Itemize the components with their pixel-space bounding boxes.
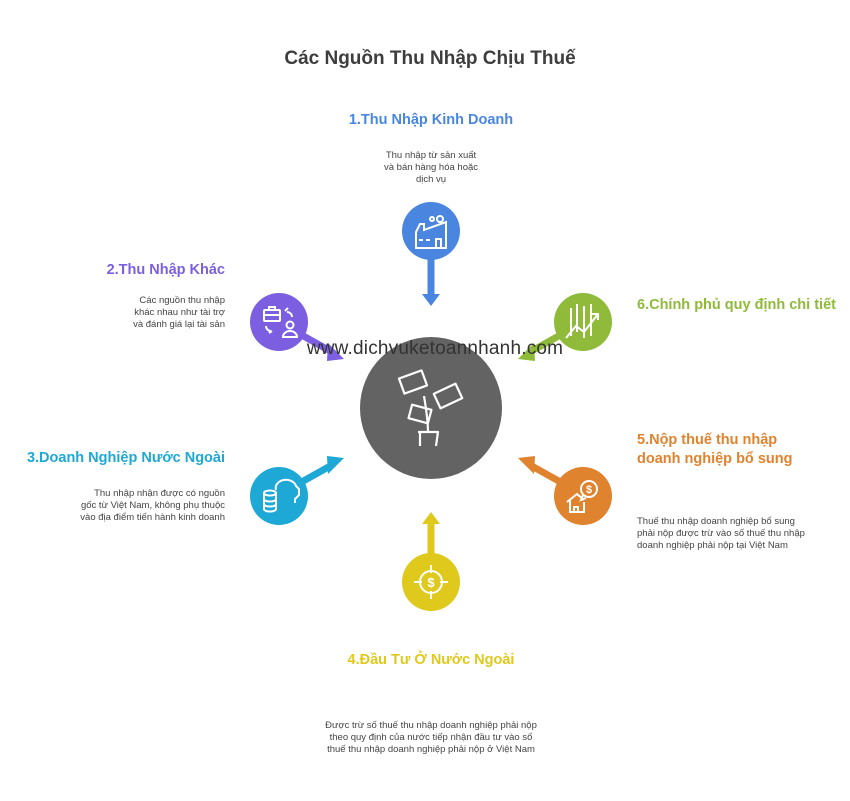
arrows	[296, 255, 566, 558]
node-3	[250, 467, 308, 525]
item-1-heading: 1.Thu Nhập Kinh Doanh	[348, 112, 514, 128]
item-3-description: Thu nhập nhận được có nguồn gốc từ Việt …	[5, 488, 225, 524]
item-2-description: Các nguồn thu nhập khác nhau như tài trợ…	[25, 295, 225, 331]
item-5-heading: 5.Nộp thuế thu nhập doanh nghiệp bổ sung	[637, 431, 837, 469]
desc-line: gốc từ Việt Nam, không phụ thuộc	[80, 500, 225, 511]
desc-line: Thu nhập nhận được có nguồn	[94, 488, 225, 499]
diagram-title: Các Nguồn Thu Nhập Chịu Thuế	[284, 48, 576, 69]
briefcase-exchange-icon	[263, 306, 299, 338]
desc-line: phải nộp được trừ vào số thuế thu nhập	[637, 528, 805, 539]
arrow-3	[296, 456, 344, 488]
node-2	[250, 293, 308, 351]
node-4: $	[402, 553, 460, 611]
node-6	[554, 293, 612, 351]
desc-line: doanh nghiệp phải nộp tại Việt Nam	[637, 540, 788, 551]
arrow-5	[518, 456, 566, 488]
desc-line: Thu nhập từ sản xuất	[385, 150, 477, 161]
factory-icon	[415, 215, 447, 249]
node-5: $	[554, 467, 612, 525]
item-1-description: Thu nhập từ sản xuất và bán hàng hóa hoặ…	[331, 150, 531, 186]
desc-line: khác nhau như tài trợ	[134, 307, 225, 318]
desc-line: Thuế thu nhập doanh nghiệp bổ sung	[637, 516, 795, 527]
desc-line: dịch vụ	[415, 174, 447, 185]
heading-line: 5.Nộp thuế thu nhập	[637, 432, 778, 448]
item-5-description: Thuế thu nhập doanh nghiệp bổ sung phải …	[637, 516, 847, 552]
desc-line: và bán hàng hóa hoặc	[383, 162, 479, 173]
desc-line: thuế thu nhập doanh nghiệp phải nộp ở Vi…	[327, 744, 535, 755]
desc-line: Các nguồn thu nhập	[139, 295, 225, 306]
money-plant-icon	[397, 369, 464, 447]
piggy-bank-icon	[263, 478, 300, 513]
arrow-4	[422, 512, 440, 558]
svg-text:$: $	[427, 575, 435, 590]
heading-line: doanh nghiệp bổ sung	[637, 451, 793, 467]
item-2-heading: 2.Thu Nhập Khác	[106, 262, 225, 278]
house-dollar-icon: $	[566, 480, 598, 513]
desc-line: và đánh giá lại tài sản	[133, 319, 225, 330]
desc-line: Được trừ số thuế thu nhập doanh nghiệp p…	[325, 720, 537, 731]
center-node	[360, 337, 502, 479]
watermark: www.dichvuketoannhanh.com	[306, 338, 564, 359]
item-4-heading: 4.Đầu Tư Ở Nước Ngoài	[347, 652, 515, 668]
desc-line: vào địa điểm tiến hành kinh doanh	[80, 512, 225, 523]
item-4-description: Được trừ số thuế thu nhập doanh nghiệp p…	[281, 720, 581, 756]
arrow-1	[422, 255, 440, 306]
item-6-heading: 6.Chính phủ quy định chi tiết	[637, 297, 836, 313]
node-1	[402, 202, 460, 260]
growth-chart-icon	[565, 304, 599, 339]
dollar-target-icon: $	[414, 565, 448, 599]
desc-line: theo quy định của nước tiếp nhận đầu tư …	[329, 732, 533, 743]
svg-text:$: $	[586, 484, 592, 496]
item-3-heading: 3.Doanh Nghiệp Nước Ngoài	[26, 450, 225, 466]
